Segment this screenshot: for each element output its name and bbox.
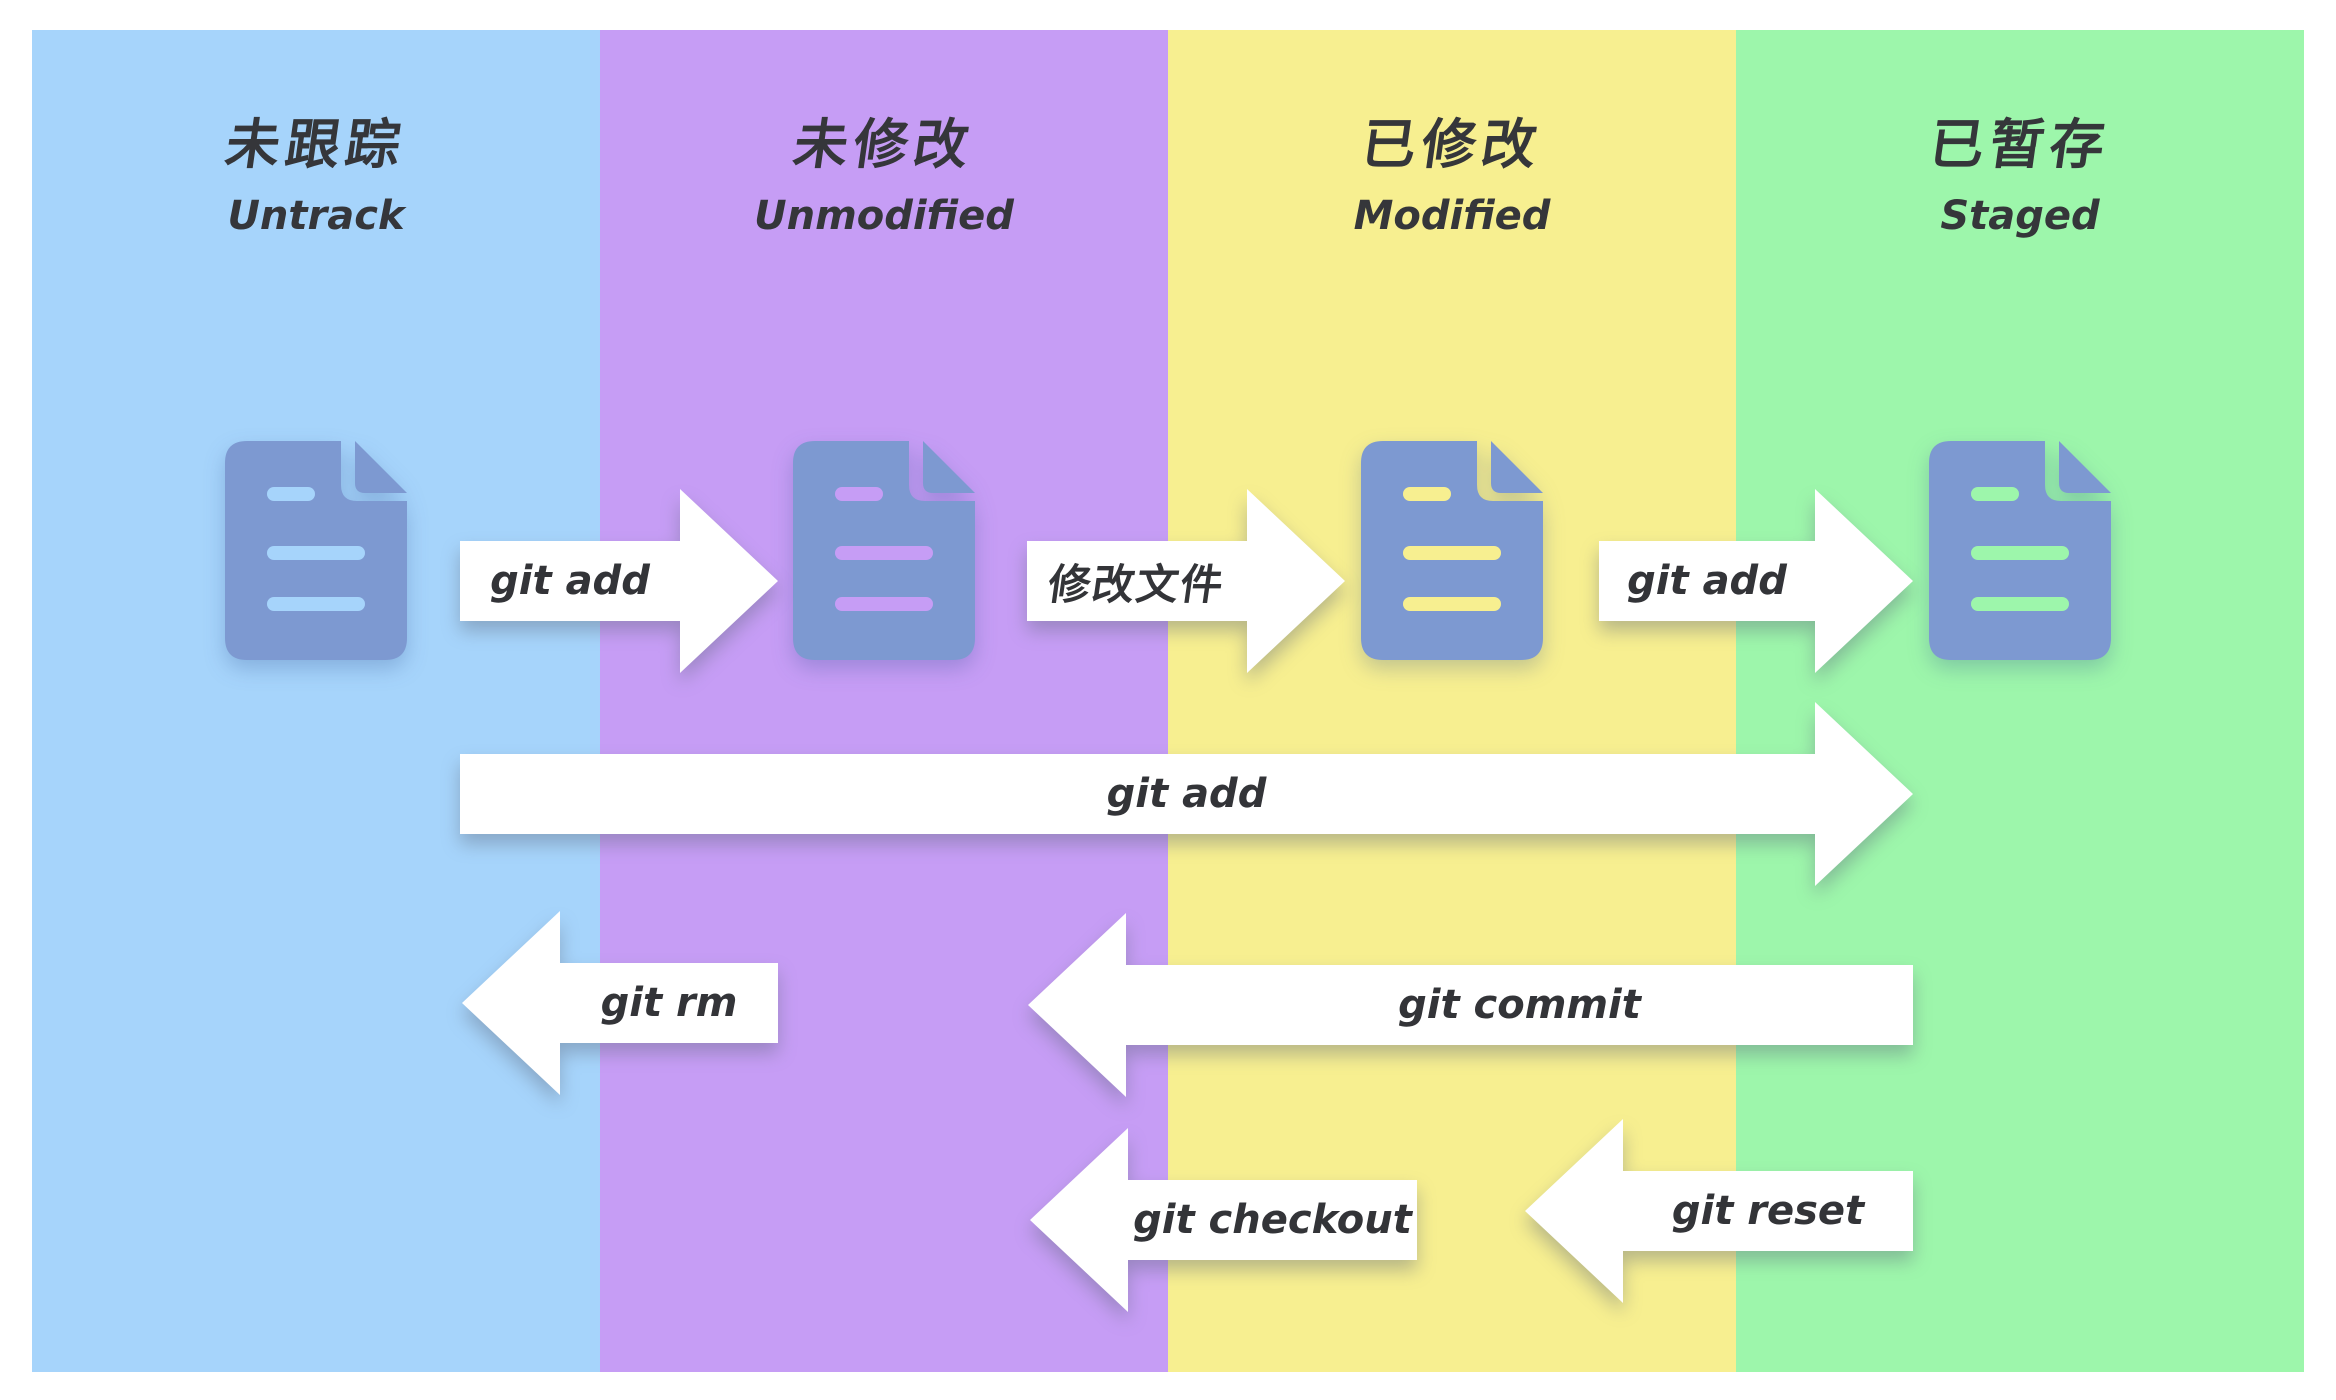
column-title-zh: 未修改 [789, 113, 979, 176]
document-icon [225, 441, 407, 660]
column-title-zh: 已暂存 [1925, 113, 2115, 176]
arrow-git-checkout: git checkout [1030, 1128, 1417, 1312]
arrow-git-add: git add [1599, 489, 1913, 673]
column-title-en: Untrack [227, 193, 405, 239]
column-title-en: Unmodified [754, 193, 1014, 239]
arrow-label: 修改文件 [1045, 559, 1229, 609]
arrow-label: git reset [1671, 1188, 1865, 1234]
arrow-label: git add [1106, 771, 1267, 817]
arrow-label: git rm [600, 980, 738, 1026]
column-header: 已修改 Modified [1168, 30, 1736, 236]
column-unmodified: 未修改 Unmodified [600, 30, 1168, 1372]
arrow-label: git checkout [1133, 1197, 1412, 1243]
column-title-zh: 已修改 [1357, 113, 1547, 176]
arrow-label: git add [1627, 558, 1787, 604]
arrow-git-commit: git commit [1028, 913, 1913, 1097]
document-icon [1929, 441, 2111, 660]
arrow-modify-files: 修改文件 [1027, 489, 1345, 673]
column-title-zh: 未跟踪 [221, 113, 411, 176]
arrow-git-add: git add [460, 489, 778, 673]
column-title-en: Modified [1353, 193, 1551, 239]
column-header: 未跟踪 Untrack [32, 30, 600, 236]
column-header: 已暂存 Staged [1736, 30, 2304, 236]
state-columns-panel: 未跟踪 Untrack 未修改 Unmodified [32, 30, 2304, 1372]
column-untracked: 未跟踪 Untrack [32, 30, 600, 1372]
arrow-label: git commit [1398, 982, 1641, 1028]
column-staged: 已暂存 Staged [1736, 30, 2304, 1372]
column-header: 未修改 Unmodified [600, 30, 1168, 236]
arrow-git-rm: git rm [462, 911, 778, 1095]
column-title-en: Staged [1940, 193, 2100, 239]
document-icon [1361, 441, 1543, 660]
arrow-label: git add [490, 558, 650, 604]
arrow-git-reset: git reset [1525, 1119, 1913, 1303]
document-icon [793, 441, 975, 660]
arrow-git-add-long: git add [460, 702, 1913, 886]
column-modified: 已修改 Modified [1168, 30, 1736, 1372]
